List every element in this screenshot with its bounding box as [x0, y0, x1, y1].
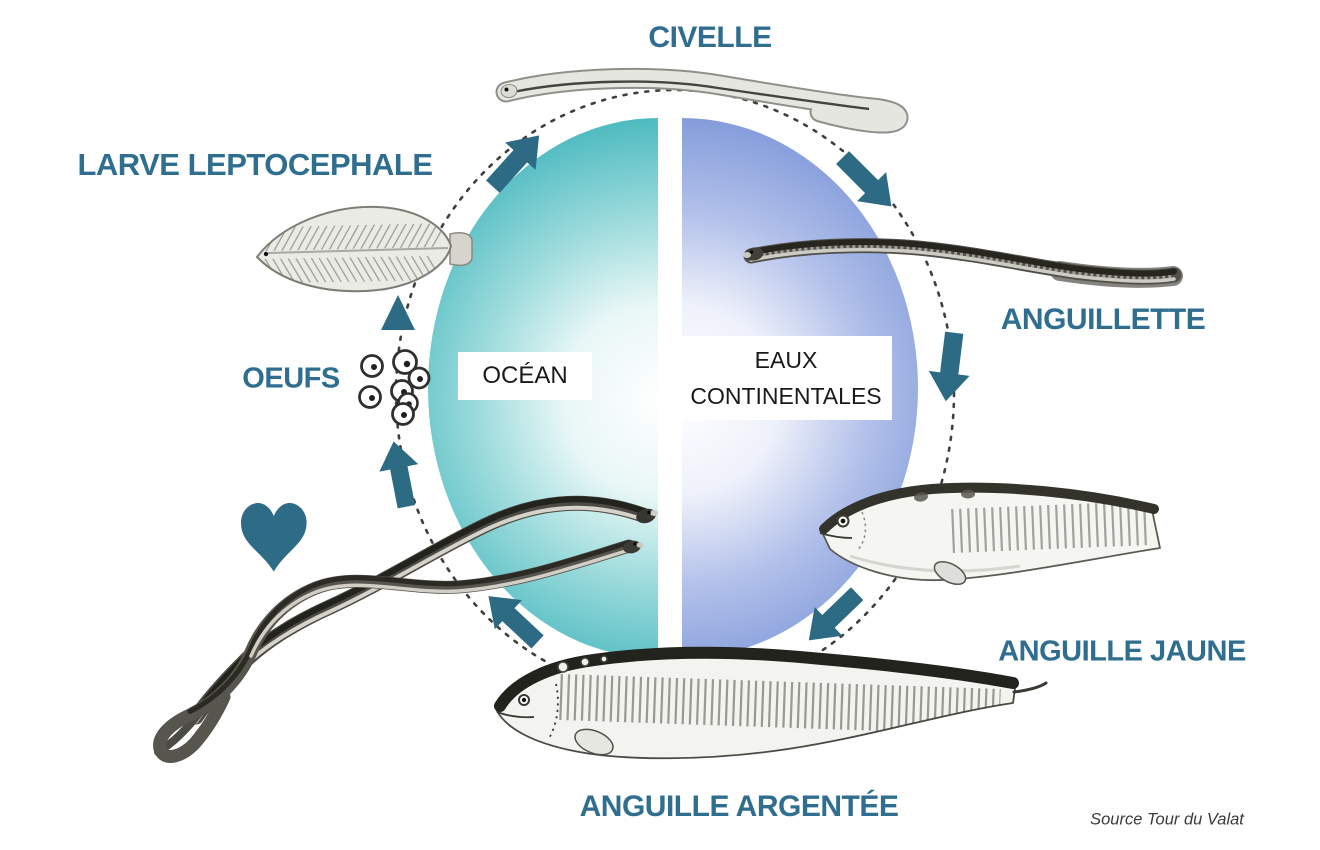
- arrow-adultes-to-oeufs-icon: [374, 437, 426, 511]
- zone-box-continental: EAUX CONTINENTALES: [680, 336, 892, 420]
- egg: [360, 354, 384, 378]
- anguille-jaune-illustration: [819, 482, 1161, 586]
- arrow-oeufs-to-larve-icon: [381, 295, 415, 330]
- egg: [392, 349, 418, 375]
- zone-label-continental-line2: CONTINENTALES: [690, 383, 882, 409]
- stage-label-civelle: CIVELLE: [648, 21, 772, 54]
- stage-label-oeufs: OEUFS: [242, 362, 340, 395]
- larve-leptocephale-illustration: [256, 205, 473, 293]
- egg: [391, 402, 415, 426]
- anguillette-illustration: [743, 238, 1183, 288]
- arrow-anguillette-to-jaune-icon: [925, 330, 975, 404]
- zone-label-ocean: OCÉAN: [482, 362, 568, 389]
- anguille-argentee-illustration: [494, 646, 1048, 760]
- zone-label-continental-line1: EAUX: [754, 347, 818, 373]
- oeufs-eggs-illustration: [358, 349, 431, 426]
- stage-label-larve-leptocephale: LARVE LEPTOCEPHALE: [77, 147, 433, 182]
- egg: [407, 366, 431, 390]
- stage-label-anguille-argentee: ANGUILLE ARGENTÉE: [579, 790, 899, 823]
- egg: [358, 385, 382, 409]
- stage-label-anguille-jaune: ANGUILLE JAUNE: [998, 635, 1246, 668]
- civelle-illustration: [495, 67, 909, 134]
- source-credit: Source Tour du Valat: [1090, 810, 1244, 829]
- heart-icon: [241, 503, 307, 572]
- zone-box-ocean: OCÉAN: [458, 352, 592, 400]
- adult-eels-pair-illustration: [153, 495, 658, 763]
- stage-label-anguillette: ANGUILLETTE: [1000, 303, 1206, 336]
